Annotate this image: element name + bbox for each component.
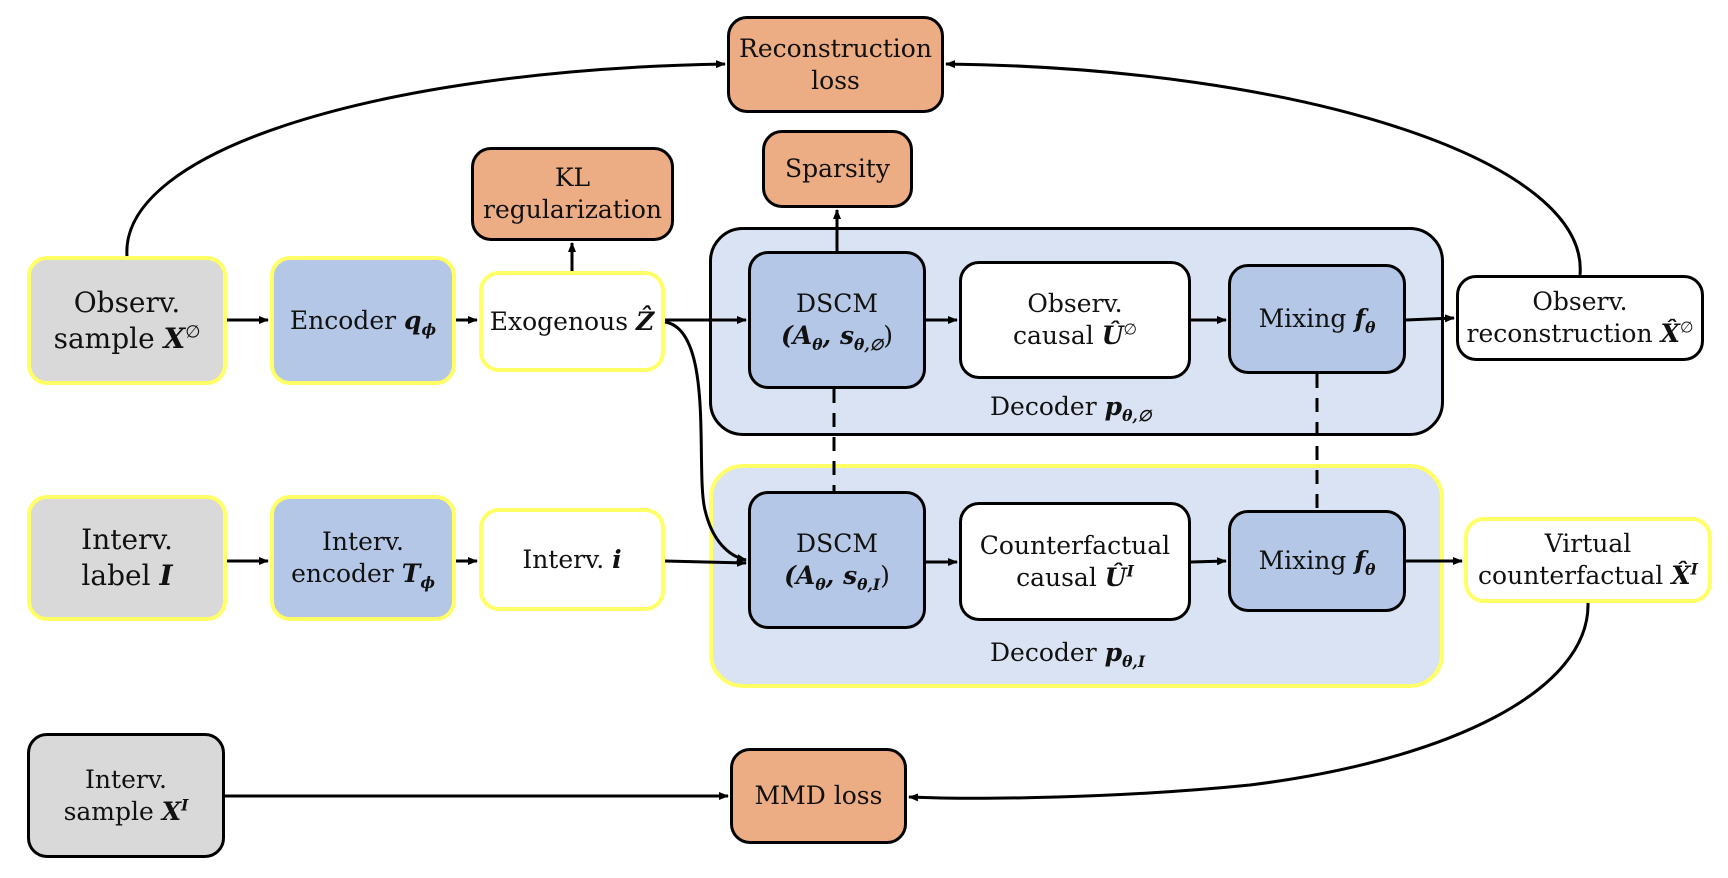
i-sup-xhat: I: [1690, 559, 1698, 579]
mixing-obs-label: Mixing: [1258, 304, 1347, 333]
close-paren-obs: ): [883, 321, 894, 350]
virtual-counterfactual-box: Virtual counterfactual X̂I: [1464, 517, 1712, 603]
sparsity-box: Sparsity: [762, 130, 913, 208]
reconstruction-loss-line1: Reconstruction: [739, 33, 932, 63]
close-paren-int: ): [880, 561, 890, 590]
interv-encoder-line1: Interv.: [322, 527, 404, 556]
s-theta-obs: , s: [822, 321, 855, 350]
decoder-obs-label: Decoder pθ,∅: [990, 392, 1151, 423]
theta-empty-sub: θ,∅: [854, 335, 884, 354]
kl-regularization-box: KL regularization: [471, 147, 674, 241]
empty-set-sup-xhat: ∅: [1679, 318, 1694, 337]
observ-sample-line1: Observ.: [73, 285, 181, 319]
decoder-obs-text: Decoder: [990, 392, 1097, 421]
empty-set-sup-u: ∅: [1123, 320, 1138, 339]
exogenous-box: Exogenous Ẑ: [479, 271, 665, 372]
interv-sample-line2: sample: [63, 796, 154, 826]
interv-label-line2: label: [81, 559, 151, 592]
q-symbol: q: [404, 305, 422, 335]
theta-i-sub: θ,I: [857, 575, 881, 594]
empty-set-sup: ∅: [185, 322, 201, 343]
counterfactual-causal-box: Counterfactual causal ÛI: [959, 502, 1191, 621]
mixing-int-label: Mixing: [1258, 546, 1347, 575]
i-label-symbol: I: [159, 559, 173, 592]
interv-sample-box: Interv. sample XI: [27, 733, 225, 858]
dscm-int-box: DSCM (Aθ, sθ,I): [748, 491, 926, 629]
edge-mixing-to-recon: [1405, 314, 1455, 323]
observ-causal-box: Observ. causal Û∅: [959, 261, 1191, 379]
mixing-int-box: Mixing fθ: [1228, 510, 1406, 612]
s-theta-int: , s: [825, 561, 858, 590]
x-i-symbol: X: [161, 796, 182, 826]
kl-line2: regularization: [483, 195, 662, 224]
cf-causal-line2: causal: [1016, 562, 1097, 592]
theta-sub-mix-obs: θ: [1365, 318, 1376, 337]
reconstruction-loss-box: Reconstruction loss: [727, 16, 944, 113]
theta-sub-obs-a: θ: [812, 335, 823, 354]
virtual-cf-line1: Virtual: [1544, 529, 1632, 558]
theta-sub-int-a: θ: [815, 575, 826, 594]
interv-encoder-box: Interv. encoder Tϕ: [270, 495, 456, 621]
phi-sub-t: ϕ: [420, 573, 435, 592]
sparsity-label: Sparsity: [785, 154, 890, 183]
t-symbol: T: [401, 559, 421, 588]
edge-exogenous-to-dscm-int: [664, 320, 747, 562]
i-sup-u: I: [1126, 561, 1134, 581]
a-theta-int: (A: [784, 561, 816, 590]
interv-label-line1: Interv.: [81, 523, 173, 557]
x-hat-int: X̂: [1671, 561, 1691, 590]
i-var-symbol: i: [612, 544, 622, 574]
observ-recon-line2: reconstruction: [1466, 319, 1653, 348]
mmd-loss-box: MMD loss: [730, 748, 907, 844]
phi-sub: ϕ: [421, 319, 437, 339]
mmd-loss-label: MMD loss: [754, 781, 883, 810]
cf-causal-line1: Counterfactual: [979, 530, 1171, 560]
interv-encoder-line2: encoder: [291, 559, 394, 588]
i-sup-x: I: [181, 795, 189, 815]
observ-causal-line1: Observ.: [1027, 289, 1123, 318]
exogenous-label: Exogenous: [489, 306, 629, 336]
edge-recon-to-recon-loss: [945, 60, 1582, 276]
x-hat-obs: X̂: [1660, 319, 1680, 348]
edge-sample-to-recon-loss: [125, 60, 726, 257]
p-theta-obs: p: [1104, 392, 1123, 421]
reconstruction-loss-line2: loss: [811, 65, 860, 95]
u-hat-int: Û: [1104, 562, 1127, 592]
dscm-obs-label: DSCM: [796, 289, 878, 318]
observ-sample-line2: sample: [53, 321, 155, 355]
theta-sub-mix-int: θ: [1365, 560, 1376, 579]
p-sub-int: θ,I: [1122, 652, 1146, 671]
kl-line1: KL: [554, 163, 591, 192]
f-theta-int: f: [1354, 546, 1366, 575]
x-empty-symbol: X: [163, 321, 186, 355]
observ-reconstruction-box: Observ. reconstruction X̂∅: [1456, 275, 1704, 361]
dscm-int-label: DSCM: [796, 529, 878, 558]
a-theta-obs: (A: [780, 321, 813, 350]
interv-i-label: Interv.: [522, 544, 605, 574]
interv-label-box: Interv. label I: [27, 495, 227, 621]
observ-recon-line1: Observ.: [1532, 287, 1628, 316]
encoder-label: Encoder: [289, 305, 397, 335]
edge-cf-causal-to-mixing: [1190, 557, 1227, 566]
dscm-obs-box: DSCM (Aθ, sθ,∅): [748, 251, 926, 389]
mixing-obs-box: Mixing fθ: [1228, 264, 1406, 374]
observ-sample-box: Observ. sample X∅: [27, 256, 227, 385]
decoder-int-label: Decoder pθ,I: [990, 638, 1145, 669]
z-hat-symbol: Ẑ: [635, 306, 655, 336]
observ-causal-line2: causal: [1012, 321, 1094, 350]
virtual-cf-line2: counterfactual: [1478, 561, 1664, 590]
p-theta-int: p: [1104, 638, 1123, 667]
edge-virtual-cf-to-mmd: [908, 602, 1590, 802]
interv-sample-line1: Interv.: [85, 764, 167, 794]
f-theta-obs: f: [1354, 304, 1366, 333]
p-sub-obs: θ,∅: [1122, 406, 1152, 425]
u-hat-obs: Û: [1101, 321, 1124, 350]
decoder-int-text: Decoder: [990, 638, 1097, 667]
edge-i-to-dscm-int: [664, 558, 747, 567]
interv-i-box: Interv. i: [479, 508, 665, 611]
encoder-box: Encoder qϕ: [270, 256, 456, 385]
